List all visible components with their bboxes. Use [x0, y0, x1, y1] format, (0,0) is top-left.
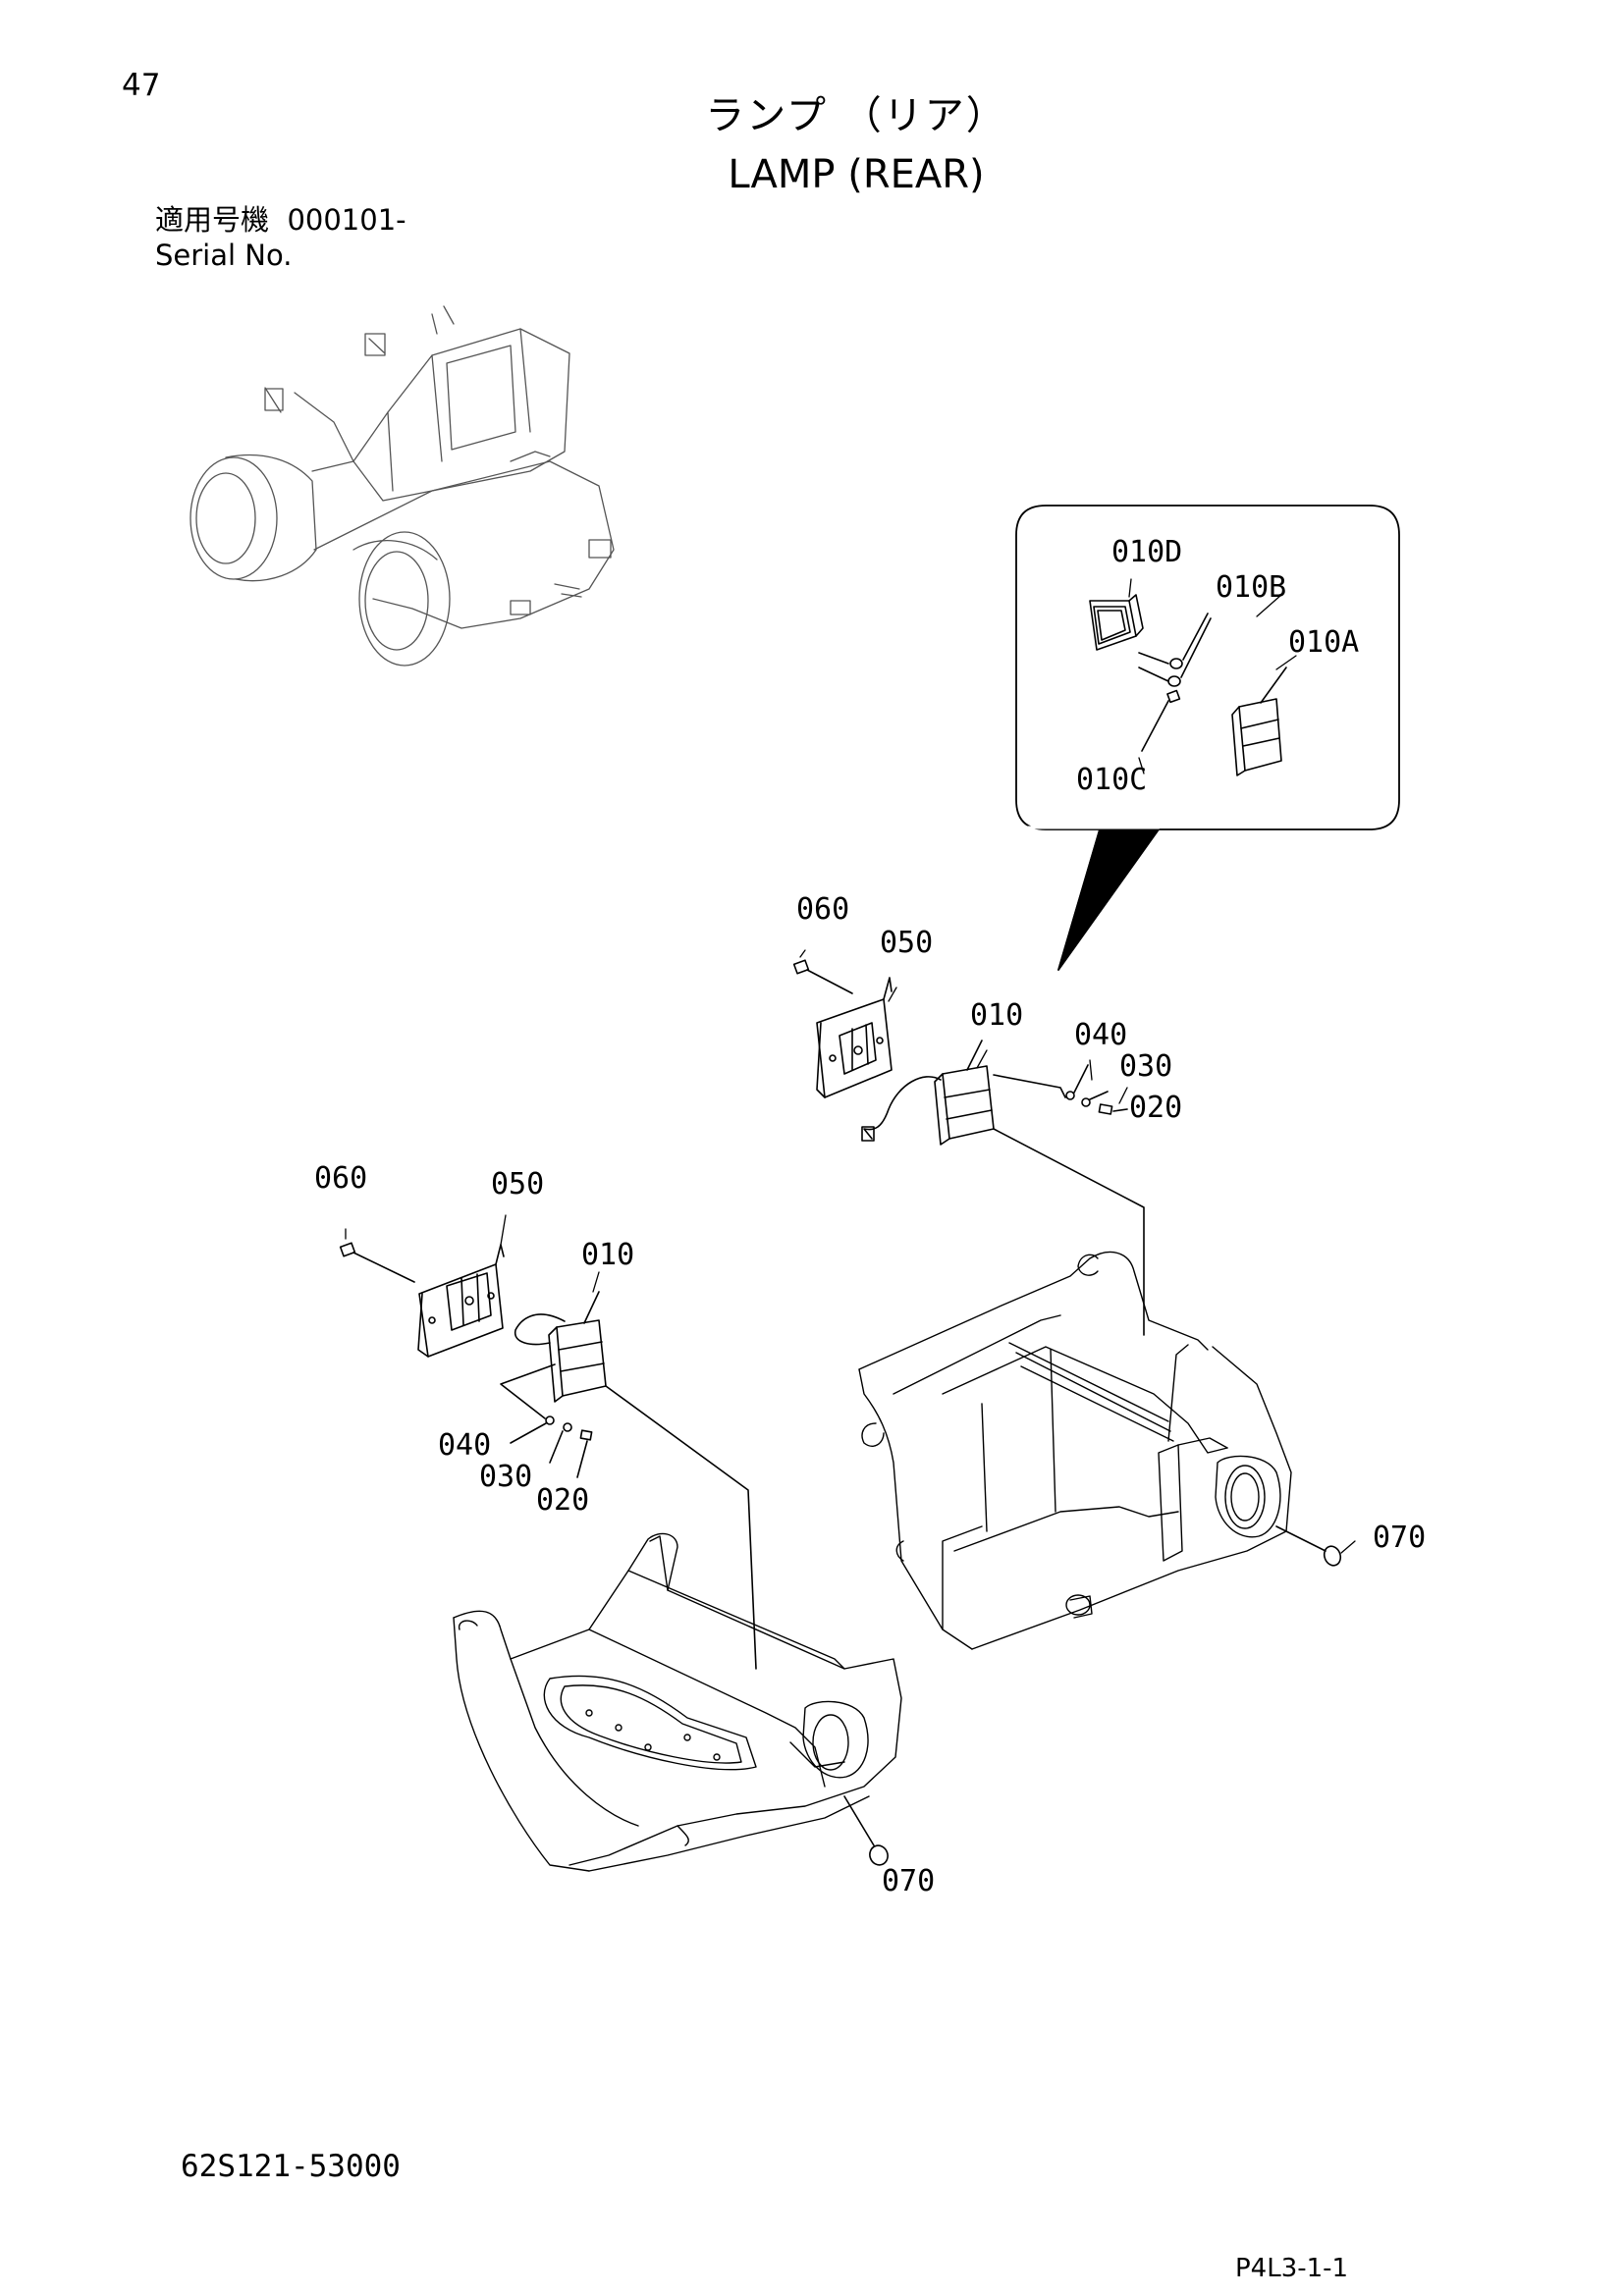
lamp-body-010a: [1232, 667, 1286, 775]
callout-010-upper: 010: [970, 998, 1024, 1033]
plug-070-right: [1276, 1526, 1343, 1568]
page-title: LAMP (REAR): [728, 152, 985, 197]
serial-label-japanese: 適用号機 000101-: [155, 206, 406, 235]
callout-010c: 010C: [1076, 763, 1148, 797]
callout-010a: 010A: [1288, 625, 1360, 660]
lens-010d: [1090, 595, 1143, 650]
callout-020-lower: 020: [536, 1483, 590, 1518]
serial-label-jp-text: 適用号機: [155, 203, 270, 237]
callout-010-lower: 010: [581, 1238, 635, 1272]
callout-070-lower: 070: [882, 1864, 936, 1898]
callout-070-right: 070: [1373, 1521, 1427, 1555]
leader-lines: [346, 579, 1355, 1553]
right-frame-drawing: [859, 1253, 1291, 1649]
serial-value: 000101-: [287, 203, 406, 237]
detail-callout-box: [1016, 506, 1399, 970]
page-title-japanese: ランプ （リア）: [705, 93, 1007, 138]
machine-overview-drawing: [190, 306, 614, 666]
callout-030-upper: 030: [1119, 1049, 1173, 1084]
bulb-010c: [1142, 691, 1179, 751]
upper-assembly: [794, 960, 1144, 1335]
lower-assembly: [341, 1243, 756, 1669]
callout-040-lower: 040: [438, 1428, 492, 1463]
callout-050-lower: 050: [491, 1167, 545, 1201]
callout-060-lower: 060: [314, 1161, 368, 1196]
callout-030-lower: 030: [479, 1460, 533, 1494]
page-number: 47: [122, 68, 161, 103]
callout-040-upper: 040: [1074, 1018, 1128, 1052]
callout-050-upper: 050: [880, 926, 934, 960]
bulbs-010b: [1139, 614, 1211, 686]
callout-010b: 010B: [1216, 570, 1287, 605]
document-number: 62S121-53000: [181, 2149, 401, 2184]
page-code: P4L3-1-1: [1235, 2254, 1349, 2283]
callout-060-upper: 060: [796, 892, 850, 927]
serial-label: Serial No.: [155, 239, 293, 272]
left-frame-drawing: [454, 1533, 901, 1871]
callout-010d: 010D: [1111, 535, 1183, 569]
plug-070-lower: [844, 1796, 891, 1867]
callout-020-upper: 020: [1129, 1091, 1183, 1125]
